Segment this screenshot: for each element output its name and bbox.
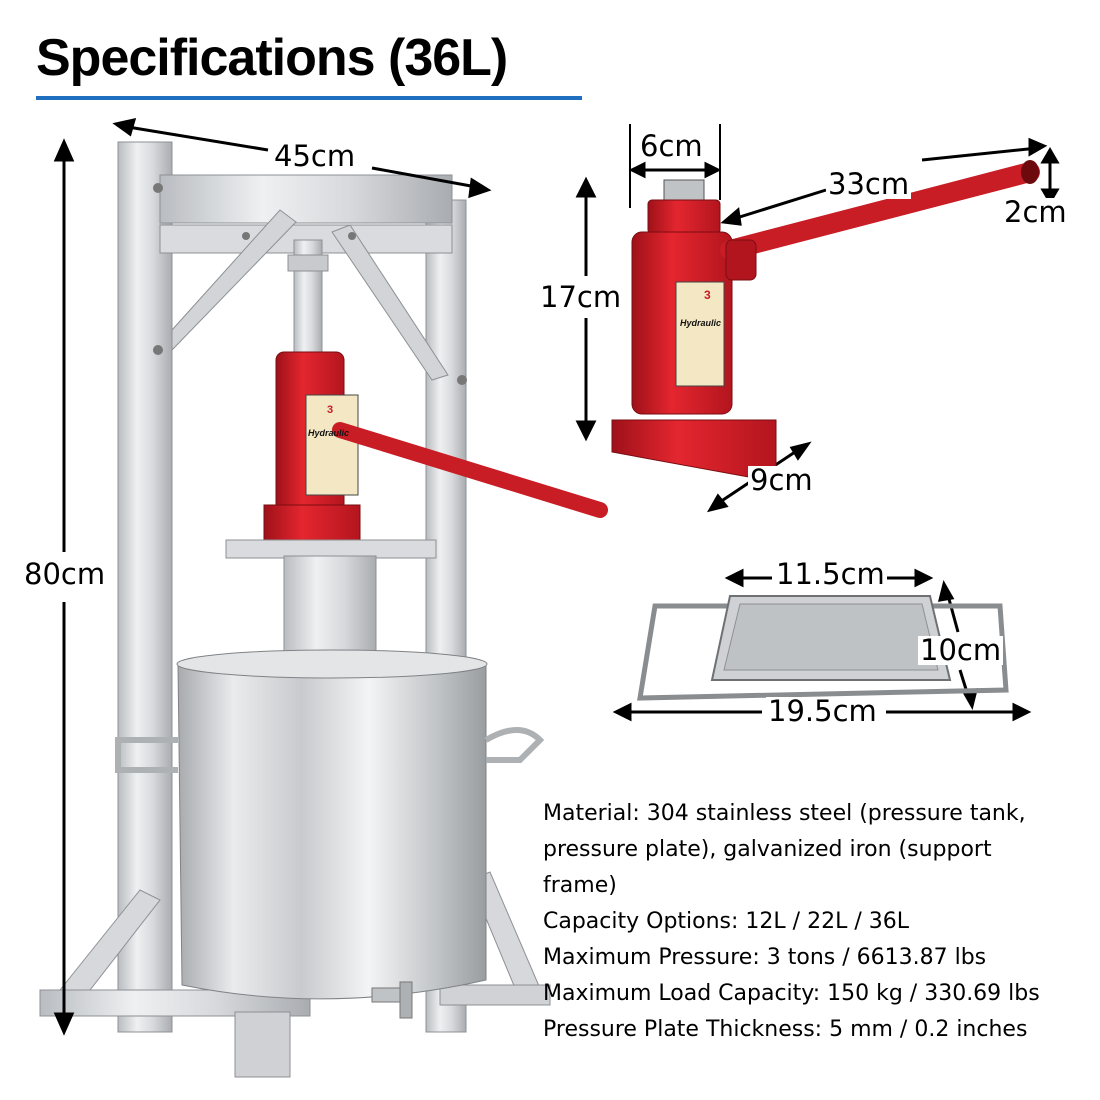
dimension-arrows	[53, 117, 1060, 1036]
spec-material-line3: frame)	[543, 873, 617, 898]
pressure-plate-detail	[637, 595, 1009, 701]
jack-detail-brand-label: Hydraulic	[680, 318, 722, 328]
plate-depth-label: 10cm	[918, 633, 1004, 667]
handle-length-label: 33cm	[826, 167, 912, 201]
plate-inner-width-label: 11.5cm	[774, 557, 887, 591]
jack-top-width-label: 6cm	[638, 129, 705, 163]
frame-width-label: 45cm	[272, 139, 358, 173]
pressure-tank	[115, 649, 545, 1019]
jack-in-frame	[225, 351, 608, 657]
spec-material-line2: pressure plate), galvanized iron (suppor…	[543, 837, 992, 862]
page-title: Specifications (36L)	[36, 29, 508, 87]
jack-detail	[611, 160, 1040, 483]
plate-total-width-label: 19.5cm	[766, 694, 879, 728]
frame-height-label: 80cm	[22, 557, 108, 591]
spec-max-load: Maximum Load Capacity: 150 kg / 330.69 l…	[543, 981, 1040, 1006]
spec-plate-thickness: Pressure Plate Thickness: 5 mm / 0.2 inc…	[543, 1017, 1028, 1042]
handle-diameter-label: 2cm	[1002, 195, 1069, 229]
specifications-list: Material: 304 stainless steel (pressure …	[543, 796, 1083, 1048]
jack-tons-label: 3	[327, 404, 334, 416]
spec-capacity: Capacity Options: 12L / 22L / 36L	[543, 909, 909, 934]
title-underline	[36, 96, 582, 100]
spec-material-line1: Material: 304 stainless steel (pressure …	[543, 801, 1026, 826]
frame	[39, 141, 551, 1078]
jack-base-label: 9cm	[748, 463, 815, 497]
spec-max-pressure: Maximum Pressure: 3 tons / 6613.87 lbs	[543, 945, 987, 970]
jack-brand-label: Hydraulic	[308, 428, 350, 438]
jack-height-label: 17cm	[538, 280, 624, 314]
jack-detail-tons-label: 3	[704, 288, 711, 302]
